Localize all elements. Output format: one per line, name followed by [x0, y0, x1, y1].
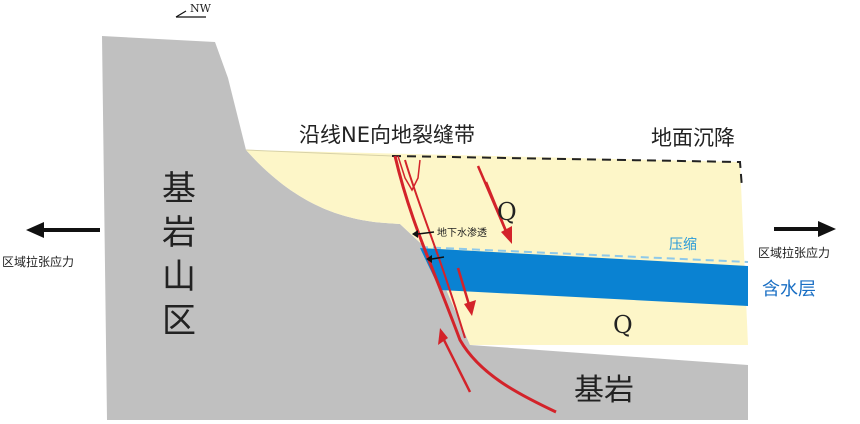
- compression-line: [419, 246, 749, 263]
- stress-right-label: 区域拉张应力: [758, 245, 830, 260]
- fault-arrow-down: [456, 267, 476, 316]
- subsidence-outline: [391, 155, 743, 189]
- svg-text:区: 区: [162, 301, 196, 341]
- fault-arrow-down-upper: [484, 181, 512, 244]
- compression-label: 压缩: [669, 237, 697, 253]
- stress-left-label: 区域拉张应力: [2, 254, 74, 269]
- bedrock-mountain-label: 基 岩 山 区: [162, 169, 196, 341]
- svg-text:山: 山: [162, 257, 196, 297]
- bedrock-label: 基岩: [574, 373, 634, 408]
- seepage-label: 地下水渗透: [437, 226, 487, 239]
- left-stress-arrow: [26, 222, 100, 238]
- svg-text:基: 基: [162, 169, 196, 209]
- secondary-fault: [404, 159, 466, 339]
- bedrock-mass: [102, 36, 748, 420]
- fissure-crack: [397, 155, 421, 192]
- subsidence-label: 地面沉降: [651, 126, 735, 150]
- ground-surface: [245, 149, 393, 157]
- right-stress-arrow: [774, 221, 836, 237]
- aquifer-layer: [420, 248, 748, 306]
- seepage-arrows: [412, 230, 445, 263]
- q-lower-label: Q: [613, 311, 633, 339]
- fissure-zone-label: 沿线NE向地裂缝带: [299, 123, 475, 147]
- svg-text:岩: 岩: [162, 213, 196, 253]
- compass-label: NW: [190, 2, 212, 15]
- aquifer-label: 含水层: [762, 279, 816, 300]
- fault-arrow-up: [438, 328, 472, 393]
- q-upper-label: Q: [497, 198, 517, 226]
- compass-nw: NW: [175, 2, 212, 18]
- main-fault: [393, 155, 557, 414]
